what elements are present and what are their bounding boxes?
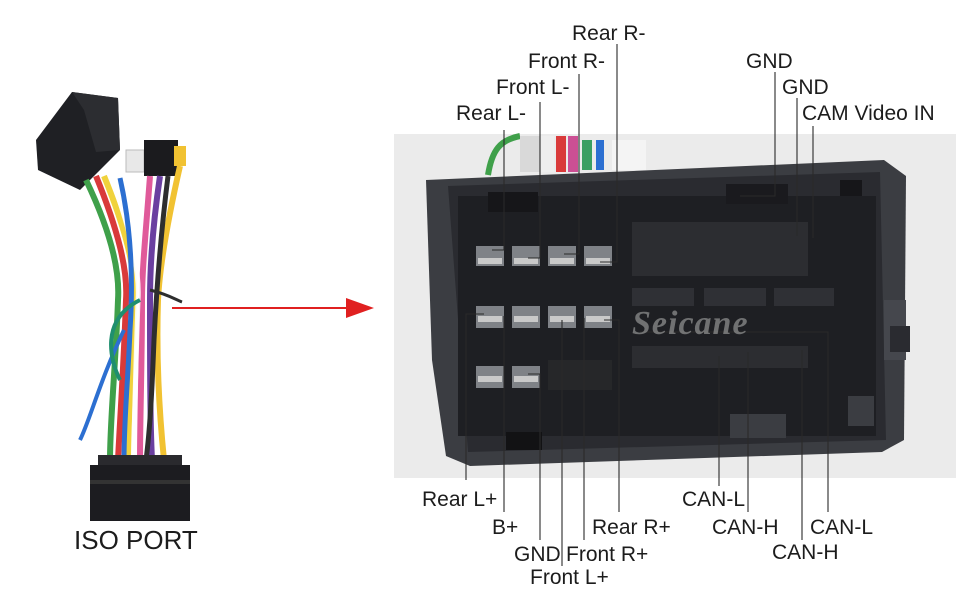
rca-plug bbox=[174, 146, 186, 166]
label-front-r-plus: Front R+ bbox=[566, 543, 649, 566]
label-gnd-2: GND bbox=[782, 76, 829, 99]
label-cam-video-in: CAM Video IN bbox=[802, 102, 935, 125]
label-front-l-minus: Front L- bbox=[496, 76, 570, 99]
label-rear-l-plus: Rear L+ bbox=[422, 488, 498, 511]
label-front-l-plus: Front L+ bbox=[530, 566, 609, 589]
pointer-arrow bbox=[172, 298, 374, 318]
label-b-plus: B+ bbox=[492, 516, 519, 539]
leader-lines bbox=[465, 44, 829, 566]
small-plug bbox=[144, 140, 178, 176]
watermark: Seicane bbox=[632, 305, 749, 342]
label-rear-l-minus: Rear L- bbox=[456, 102, 527, 125]
terminal-grid bbox=[632, 222, 808, 276]
label-can-h-2: CAN-H bbox=[772, 541, 839, 564]
label-can-l-2: CAN-L bbox=[810, 516, 874, 539]
iso-port-caption: ISO PORT bbox=[74, 525, 198, 555]
connector-image bbox=[394, 133, 956, 478]
label-rear-r-minus: Rear R- bbox=[572, 22, 646, 45]
iso-connector-bottom bbox=[90, 465, 190, 521]
label-front-r-minus: Front R- bbox=[528, 50, 606, 73]
harness-image bbox=[36, 92, 190, 521]
label-gnd-1: GND bbox=[746, 50, 793, 73]
label-rear-r-plus: Rear R+ bbox=[592, 516, 671, 539]
label-can-h-1: CAN-H bbox=[712, 516, 779, 539]
label-gnd: GND bbox=[514, 543, 561, 566]
label-can-l-1: CAN-L bbox=[682, 488, 746, 511]
